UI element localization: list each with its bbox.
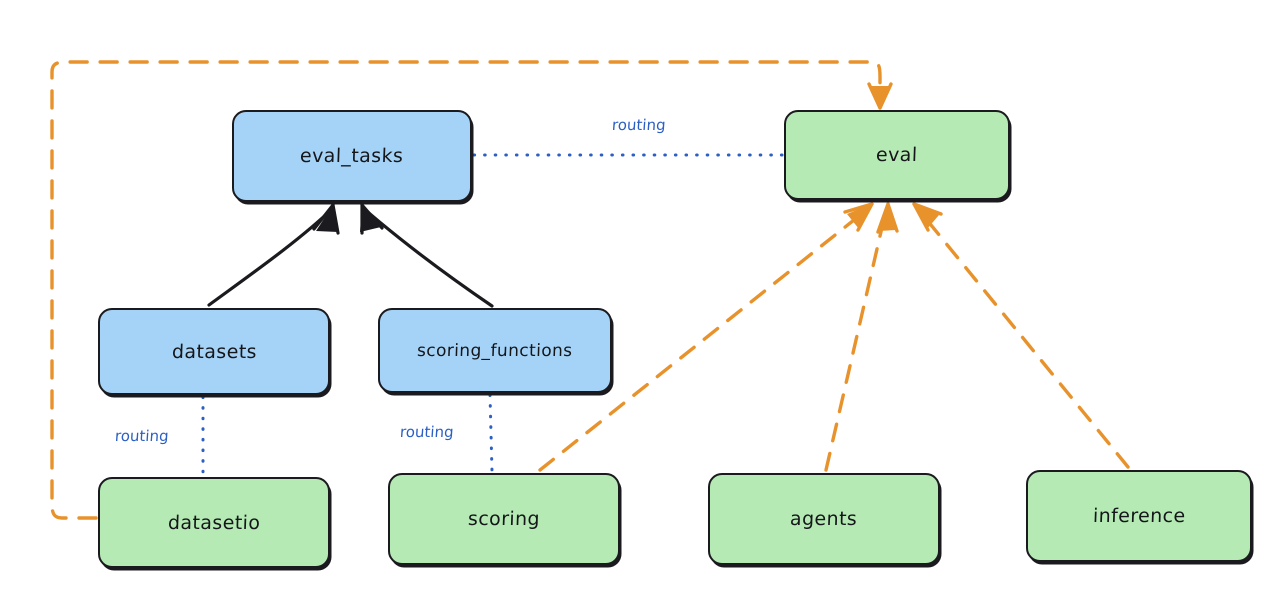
node-label-datasets: datasets — [171, 340, 257, 363]
node-label-scoring: scoring — [467, 508, 541, 530]
node-label-eval-tasks: eval_tasks — [299, 145, 405, 167]
edge-label-routing-datasets-datasetio: routing — [114, 427, 170, 445]
node-eval[interactable]: eval — [784, 110, 1010, 200]
node-label-agents: agents — [790, 508, 858, 530]
node-label-inference: inference — [1092, 505, 1186, 527]
node-datasets[interactable]: datasets — [98, 308, 330, 395]
edge-label-routing-scoring-functions-scoring: routing — [399, 423, 455, 441]
node-agents[interactable]: agents — [708, 473, 940, 565]
edge-inference-to-eval — [912, 202, 1130, 469]
node-eval-tasks[interactable]: eval_tasks — [232, 110, 472, 202]
node-scoring[interactable]: scoring — [388, 473, 620, 565]
edge-agents-to-eval — [824, 202, 899, 472]
node-label-eval: eval — [875, 144, 919, 166]
node-label-scoring-functions: scoring_functions — [416, 340, 574, 361]
node-label-datasetio: datasetio — [167, 511, 261, 534]
node-inference[interactable]: inference — [1026, 470, 1252, 562]
edge-scoring-functions-to-scoring-routing — [488, 393, 494, 473]
edge-datasets-to-eval-tasks — [207, 203, 340, 307]
edge-scoring-functions-to-eval-tasks — [360, 203, 494, 308]
node-datasetio[interactable]: datasetio — [98, 477, 330, 568]
node-scoring-functions[interactable]: scoring_functions — [378, 308, 612, 393]
edge-label-routing-eval-tasks-eval: routing — [611, 116, 667, 134]
